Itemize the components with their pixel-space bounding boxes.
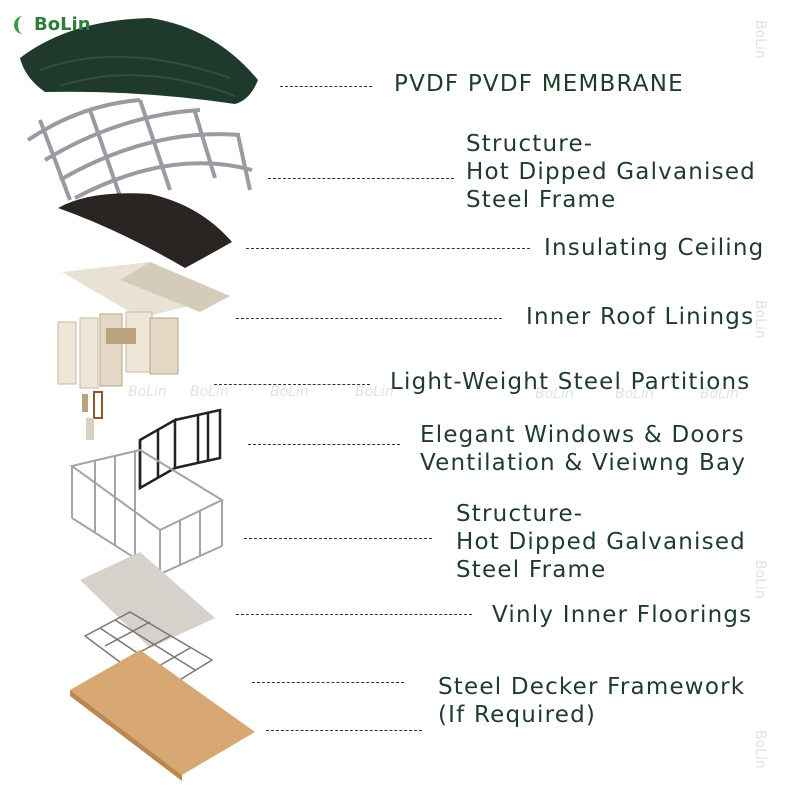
label-vinyl-flooring: Vinly Inner Floorings — [492, 601, 752, 629]
label-line: Insulating Ceiling — [544, 235, 765, 261]
partitions-illustration — [57, 311, 179, 440]
leader-line — [280, 86, 372, 87]
label-line: PVDF PVDF MEMBRANE — [394, 71, 684, 97]
watermark: BoLin — [128, 384, 167, 400]
watermark: BoLin — [355, 384, 394, 400]
base-frame-illustration — [69, 448, 225, 576]
leader-line — [252, 682, 404, 683]
label-steel-decker: Steel Decker Framework (If Required) — [438, 673, 745, 729]
bolin-logo: BoLin — [14, 14, 91, 35]
logo-text: BoLin — [34, 14, 91, 35]
label-line: Hot Dipped Galvanised — [466, 159, 756, 185]
watermark: BoLin — [752, 730, 768, 769]
logo-swoosh-icon — [14, 16, 32, 34]
label-line: Inner Roof Linings — [526, 304, 755, 330]
watermark: BoLin — [752, 20, 768, 59]
windows-doors-illustration — [138, 408, 222, 491]
label-base-structure: Structure- Hot Dipped Galvanised Steel F… — [456, 500, 746, 584]
leader-line — [236, 614, 472, 615]
label-inner-roof-linings: Inner Roof Linings — [526, 303, 754, 331]
label-line: (If Required) — [438, 702, 597, 728]
label-roof-structure: Structure- Hot Dipped Galvanised Steel F… — [466, 130, 756, 214]
watermark: BoLin — [752, 560, 768, 599]
label-steel-partitions: Light-Weight Steel Partitions — [390, 368, 750, 396]
watermark: BoLin — [270, 384, 309, 400]
label-pvdf-membrane: PVDF PVDF MEMBRANE — [394, 70, 684, 98]
label-line: Hot Dipped Galvanised — [456, 529, 746, 555]
label-line: Elegant Windows & Doors — [420, 422, 745, 448]
leader-line — [236, 318, 502, 319]
watermark: BoLin — [700, 386, 739, 402]
leader-line — [248, 444, 400, 445]
ceiling-illustration — [58, 193, 232, 268]
label-line: Structure- — [466, 131, 594, 157]
roof-lining-illustration — [62, 262, 230, 318]
leader-line — [266, 730, 422, 731]
floor-deck-illustration — [70, 650, 255, 781]
leader-line — [244, 538, 432, 539]
label-line: Steel Frame — [456, 557, 607, 583]
watermark: BoLin — [615, 386, 654, 402]
flooring-illustration — [80, 552, 215, 648]
label-line: Vinly Inner Floorings — [492, 602, 753, 628]
membrane-illustration — [20, 18, 258, 104]
watermark: BoLin — [190, 384, 229, 400]
label-line: Structure- — [456, 501, 584, 527]
label-line: Steel Frame — [466, 187, 617, 213]
leader-line — [214, 384, 370, 385]
leader-line — [268, 178, 454, 179]
label-line: Steel Decker Framework — [438, 674, 746, 700]
label-windows-doors: Elegant Windows & Doors Ventilation & Vi… — [420, 421, 746, 477]
label-line: Ventilation & Vieiwng Bay — [420, 450, 747, 476]
label-insulating-ceiling: Insulating Ceiling — [544, 234, 764, 262]
roof-frame-illustration — [26, 98, 253, 201]
watermark: BoLin — [535, 386, 574, 402]
watermark: BoLin — [752, 300, 768, 339]
label-line: Light-Weight Steel Partitions — [390, 369, 751, 395]
leader-line — [246, 248, 530, 249]
